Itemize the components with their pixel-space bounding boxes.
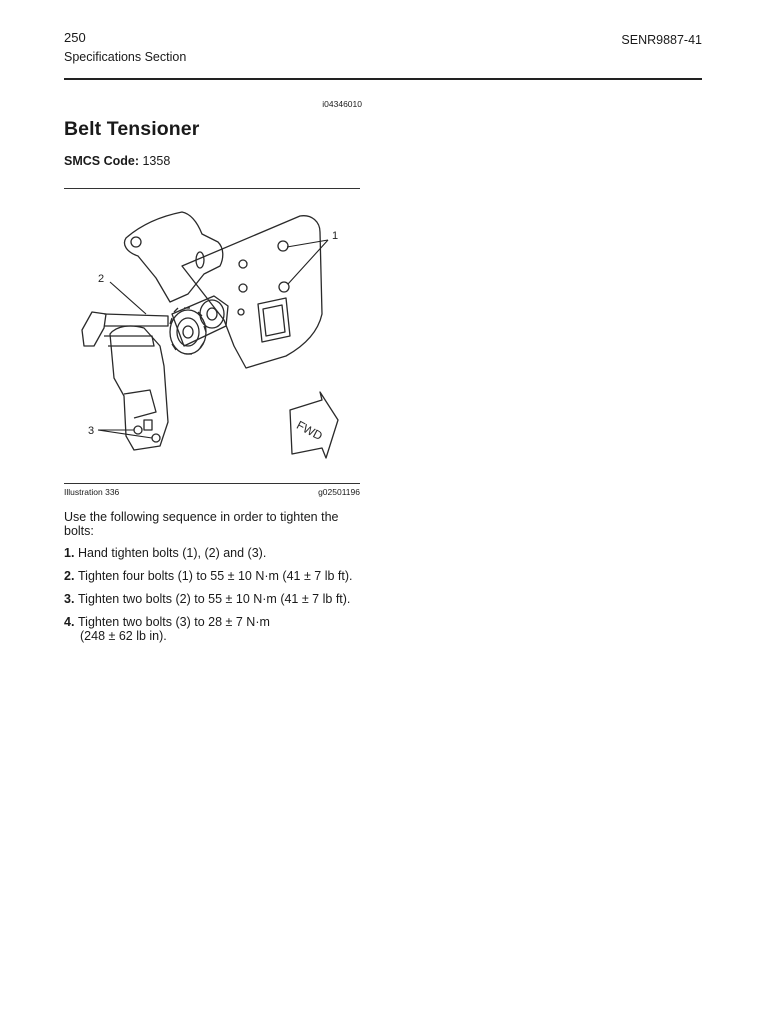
plate-bolt-1 [277,240,289,252]
leader-1b [287,239,329,285]
step-number: 2. [64,569,75,583]
upper-bracket [123,211,224,303]
step-line: Hand tighten bolts (1), (2) and (3). [78,546,267,560]
callout-2: 2 [98,273,104,285]
plate-bolt-4 [238,283,248,293]
tensioner-teeth [169,307,207,355]
step-line: Tighten two bolts (3) to 28 ± 7 N·m [78,615,270,629]
bracket-hole [130,236,142,248]
smcs-code: SMCS Code: 1358 [64,154,170,168]
idler-hub [206,307,218,321]
leader-3b [97,429,153,439]
step-text: Tighten four bolts (1) to 55 ± 10 N·m (4… [78,569,364,583]
smcs-label: SMCS Code: [64,154,139,168]
section-name: Specifications Section [64,50,187,64]
step-item: 3. Tighten two bolts (2) to 55 ± 10 N·m … [64,592,364,606]
header-rule [64,78,702,80]
plate-bolt-2 [278,281,290,293]
divider-top [64,188,360,189]
bracket-flange [123,389,157,419]
support-post-lower [104,335,155,347]
reference-id: i04346010 [322,99,362,109]
intro-text: Use the following sequence in order to t… [64,510,339,538]
plate-hole [237,308,245,316]
belt-tensioner-illustration: FWD 1 2 3 [81,211,339,459]
plate-window-inner [262,304,286,337]
divider-bottom [64,483,360,484]
step-list: 1. Hand tighten bolts (1), (2) and (3). … [64,546,364,652]
fwd-arrow: FWD [289,391,339,459]
graphic-id: g02501196 [318,487,360,497]
fwd-arrow-outline [289,391,339,459]
lower-bolt-b [151,433,161,443]
step-text: Hand tighten bolts (1), (2) and (3). [78,546,364,560]
step-item: 2. Tighten four bolts (1) to 55 ± 10 N·m… [64,569,364,583]
plate-bolt-3 [238,259,248,269]
left-tab [81,311,107,347]
step-number: 4. [64,615,75,629]
step-item: 1. Hand tighten bolts (1), (2) and (3). [64,546,364,560]
page-title: Belt Tensioner [64,118,200,140]
tensioner-hub [182,325,194,339]
lower-bolt-a [133,425,143,435]
tensioner-pulley-inner [176,317,200,347]
lower-bracket-slot [143,419,153,431]
smcs-value: 1358 [142,154,171,168]
step-number: 1. [64,546,75,560]
leader-2 [109,281,147,315]
callout-3: 3 [88,425,94,437]
callout-1: 1 [332,230,338,242]
page-number: 250 [64,30,86,45]
step-line: Tighten four bolts (1) to 55 ± 10 N·m (4… [78,569,353,583]
lower-bracket [109,325,169,451]
support-post [103,313,169,327]
document-id: SENR9887-41 [621,33,702,47]
tensioner-arm [171,295,229,347]
leader-1a [286,239,329,248]
step-text: Tighten two bolts (3) to 28 ± 7 N·m(248 … [78,615,364,643]
step-text: Tighten two bolts (2) to 55 ± 10 N·m (41… [78,592,364,606]
illustration-caption: Illustration 336 [64,487,120,497]
plate-window [257,297,291,343]
step-number: 3. [64,592,75,606]
step-line-continued: (248 ± 62 lb in). [80,629,167,643]
mounting-plate [181,215,323,369]
step-item: 4. Tighten two bolts (3) to 28 ± 7 N·m(2… [64,615,364,643]
step-line: Tighten two bolts (2) to 55 ± 10 N·m (41… [78,592,351,606]
